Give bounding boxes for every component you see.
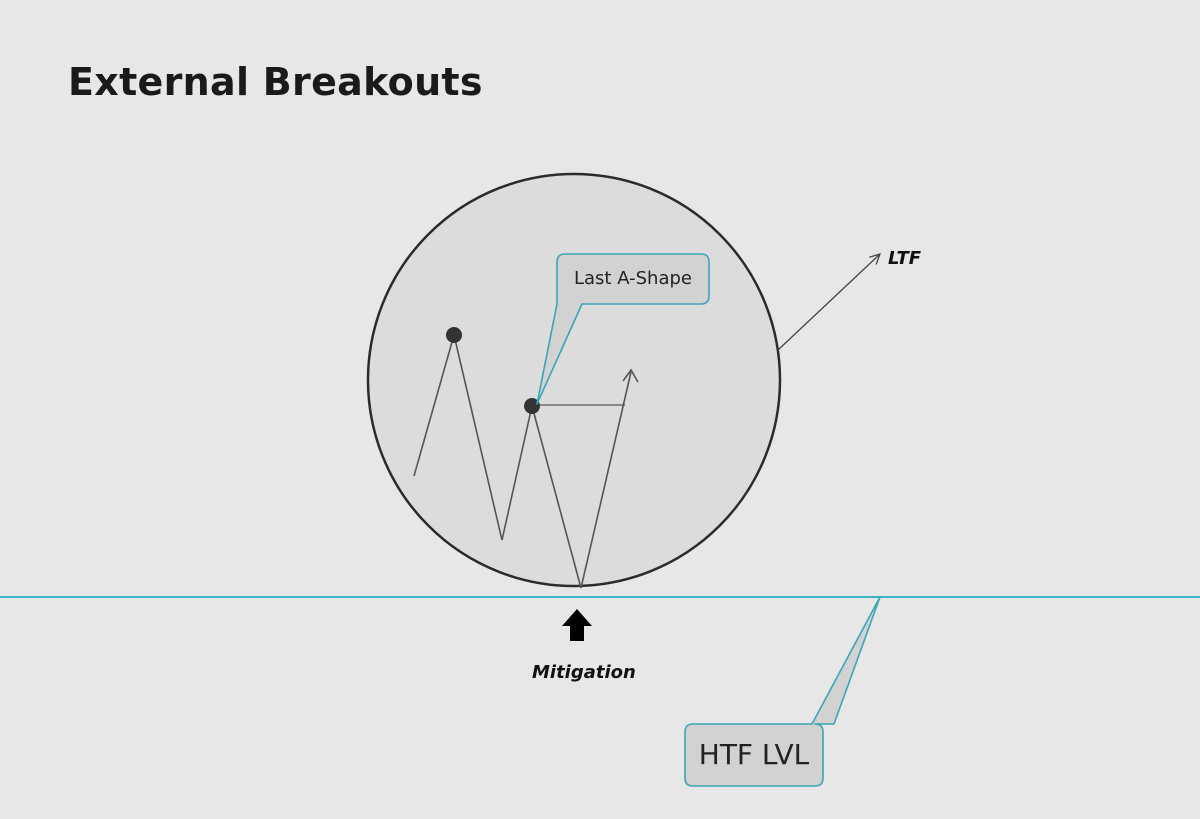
last-a-shape-callout <box>536 253 710 405</box>
last-a-shape-label: Last A-Shape <box>574 268 692 289</box>
last-a-shape-point <box>524 398 540 414</box>
page-title: External Breakouts <box>68 60 483 104</box>
swing-high-point <box>446 327 462 343</box>
price-path <box>413 331 632 589</box>
mitigation-up-arrow <box>562 609 592 641</box>
htf-lvl-callout <box>684 596 881 787</box>
mitigation-label: Mitigation <box>532 662 636 683</box>
ltf-pointer-arrow <box>777 254 880 351</box>
price-path-arrowhead <box>622 368 639 383</box>
htf-lvl-label: HTF LVL <box>698 738 810 771</box>
ltf-label: LTF <box>888 248 922 269</box>
ltf-zoom-circle <box>366 172 782 588</box>
